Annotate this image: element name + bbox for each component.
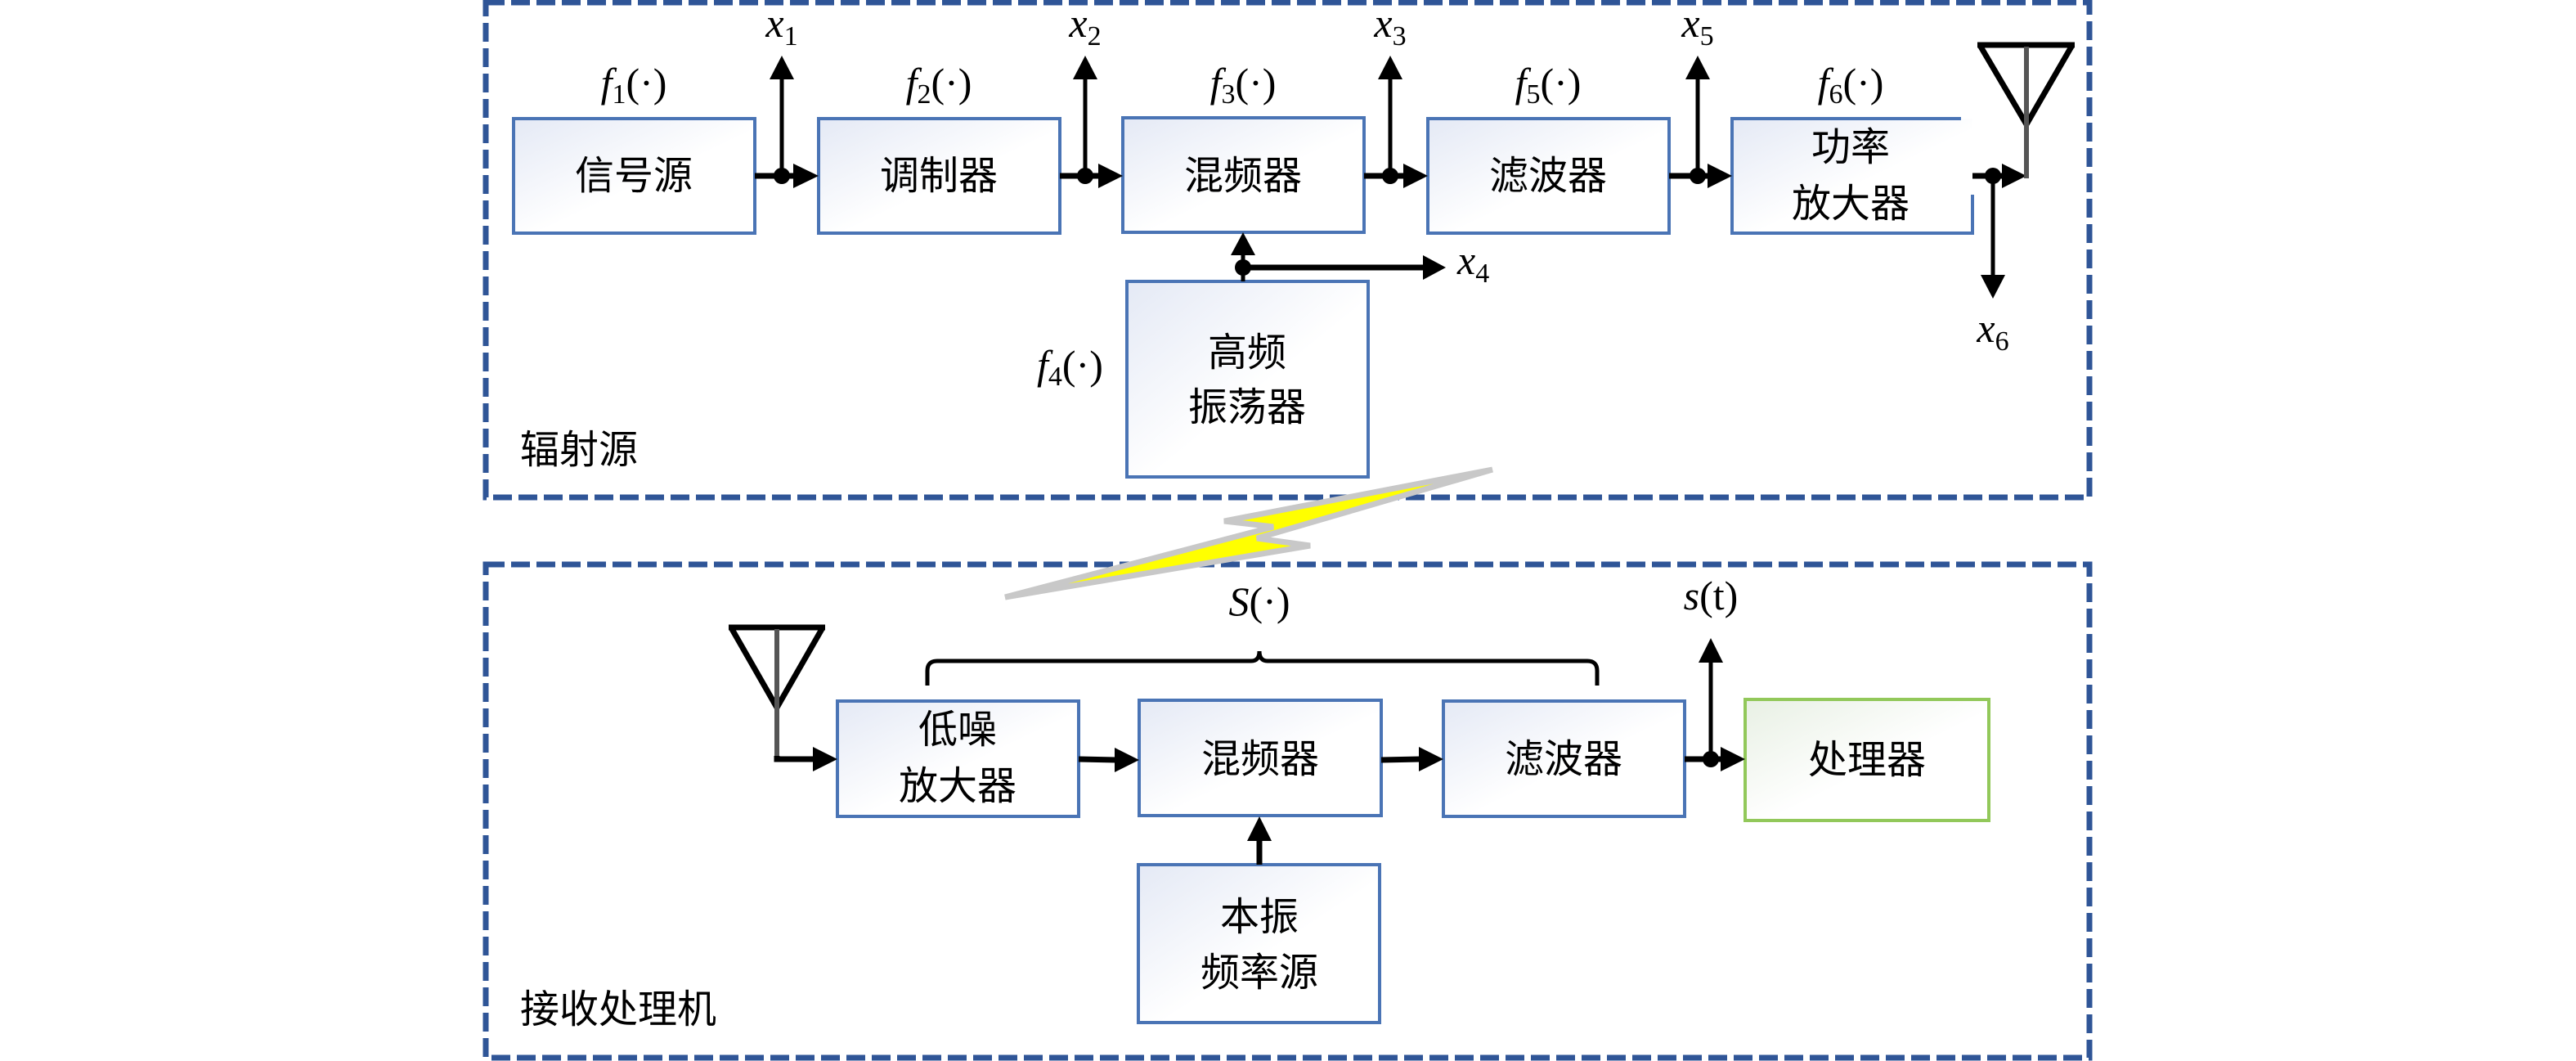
svg-text:f1(·): f1(·): [601, 60, 667, 110]
block-label: 处理器: [1808, 737, 1926, 783]
arrowhead: [1721, 747, 1745, 771]
output-label-x4: x4: [1456, 237, 1489, 289]
svg-text:f4(·): f4(·): [1037, 342, 1103, 392]
block-label-line1: 高频: [1208, 330, 1286, 375]
block-label-line2: 振荡器: [1188, 384, 1306, 430]
svg-text:x6: x6: [1976, 305, 2008, 357]
output-label-x5: x5: [1681, 0, 1713, 52]
arrowhead: [813, 747, 837, 771]
block-modulator: 调制器: [817, 117, 1061, 235]
svg-text:f2(·): f2(·): [906, 60, 972, 110]
junction-dot: [774, 168, 790, 184]
svg-text:x2: x2: [1068, 0, 1101, 52]
receiver-region: [482, 561, 2093, 1061]
tx-connections: [755, 56, 2026, 299]
func-label-f2: f2(·): [906, 60, 972, 110]
block-label-line2: 放大器: [1792, 181, 1910, 227]
transmitter-region-label: 辐射源: [520, 427, 638, 473]
block-label-line1: 功率: [1811, 124, 1890, 170]
block-processor: 处理器: [1744, 698, 1990, 822]
func-label-f5: f5(·): [1515, 60, 1582, 110]
svg-text:f5(·): f5(·): [1515, 60, 1582, 110]
output-label-s-t: s(t): [1684, 573, 1739, 618]
arrowhead: [1685, 56, 1710, 79]
svg-text:f6(·): f6(·): [1818, 60, 1884, 110]
svg-text:x1: x1: [765, 0, 797, 52]
arrowhead: [1378, 56, 1402, 79]
block-signal-source: 信号源: [512, 117, 756, 235]
block-filter: 滤波器: [1426, 117, 1671, 235]
arrowhead: [1708, 164, 1732, 188]
receiver-region-label: 接收处理机: [520, 987, 716, 1032]
arrowhead: [2002, 164, 2026, 188]
output-label-x3: x3: [1373, 0, 1406, 52]
block-label: 混频器: [1201, 736, 1319, 782]
arrowhead: [1073, 56, 1097, 79]
svg-text:x3: x3: [1373, 0, 1406, 52]
func-label-f6: f6(·): [1818, 60, 1884, 110]
block-lna: 低噪 放大器: [836, 699, 1080, 818]
junction-dot: [1382, 168, 1398, 184]
svg-text:x5: x5: [1681, 0, 1713, 52]
func-label-f3: f3(·): [1210, 60, 1277, 110]
block-hf-oscillator: 高频 振荡器: [1125, 280, 1370, 479]
svg-text:s(t): s(t): [1684, 573, 1739, 618]
svg-text:S(·): S(·): [1229, 578, 1290, 624]
arrowhead: [1419, 747, 1443, 771]
arrowhead: [1098, 164, 1123, 188]
junction-dot: [1235, 259, 1251, 276]
group-brace: [925, 650, 1600, 686]
block-label-line2: 放大器: [899, 763, 1016, 809]
junction-dot: [1690, 168, 1706, 184]
output-label-x1: x1: [765, 0, 797, 52]
arrowhead: [770, 56, 794, 79]
junction-dot: [1077, 168, 1093, 184]
block-label: 滤波器: [1505, 736, 1622, 782]
func-label-f4: f4(·): [1037, 342, 1103, 392]
svg-text:x4: x4: [1456, 237, 1489, 289]
block-power-amplifier: 功率 放大器: [1730, 117, 1974, 235]
block-rx-mixer: 混频器: [1138, 699, 1383, 817]
svg-text:f3(·): f3(·): [1210, 60, 1277, 110]
transmitter-region: [482, 0, 2093, 501]
output-label-x6: x6: [1976, 305, 2008, 357]
func-label-f1: f1(·): [601, 60, 667, 110]
output-label-x2: x2: [1068, 0, 1101, 52]
rx-connections: [774, 638, 1745, 865]
receive-antenna-icon: [729, 624, 825, 759]
arrowhead: [1423, 255, 1446, 280]
block-label: 滤波器: [1489, 153, 1607, 199]
junction-dot: [1985, 168, 2001, 184]
arrowhead: [1247, 816, 1272, 841]
arrowhead: [1699, 638, 1723, 663]
block-label-line1: 本振: [1220, 894, 1299, 940]
block-label: 混频器: [1184, 153, 1302, 199]
arrowhead: [1403, 164, 1428, 188]
junction-dot: [1703, 751, 1719, 767]
arrowhead: [1231, 232, 1255, 255]
block-rx-filter: 滤波器: [1442, 699, 1686, 818]
block-label: 信号源: [575, 153, 693, 199]
group-label-S: S(·): [1229, 578, 1290, 624]
block-local-oscillator: 本振 频率源: [1137, 863, 1381, 1024]
block-mixer: 混频器: [1121, 116, 1366, 234]
block-label-line2: 频率源: [1200, 950, 1318, 996]
block-label-line1: 低噪: [918, 707, 997, 753]
arrowhead: [793, 164, 819, 188]
arrowhead: [1115, 748, 1139, 772]
lightning-bolt-icon: [1004, 466, 1493, 600]
arrowhead: [1981, 275, 2005, 299]
transmit-antenna-icon: [1977, 42, 2075, 178]
block-label: 调制器: [880, 153, 998, 199]
